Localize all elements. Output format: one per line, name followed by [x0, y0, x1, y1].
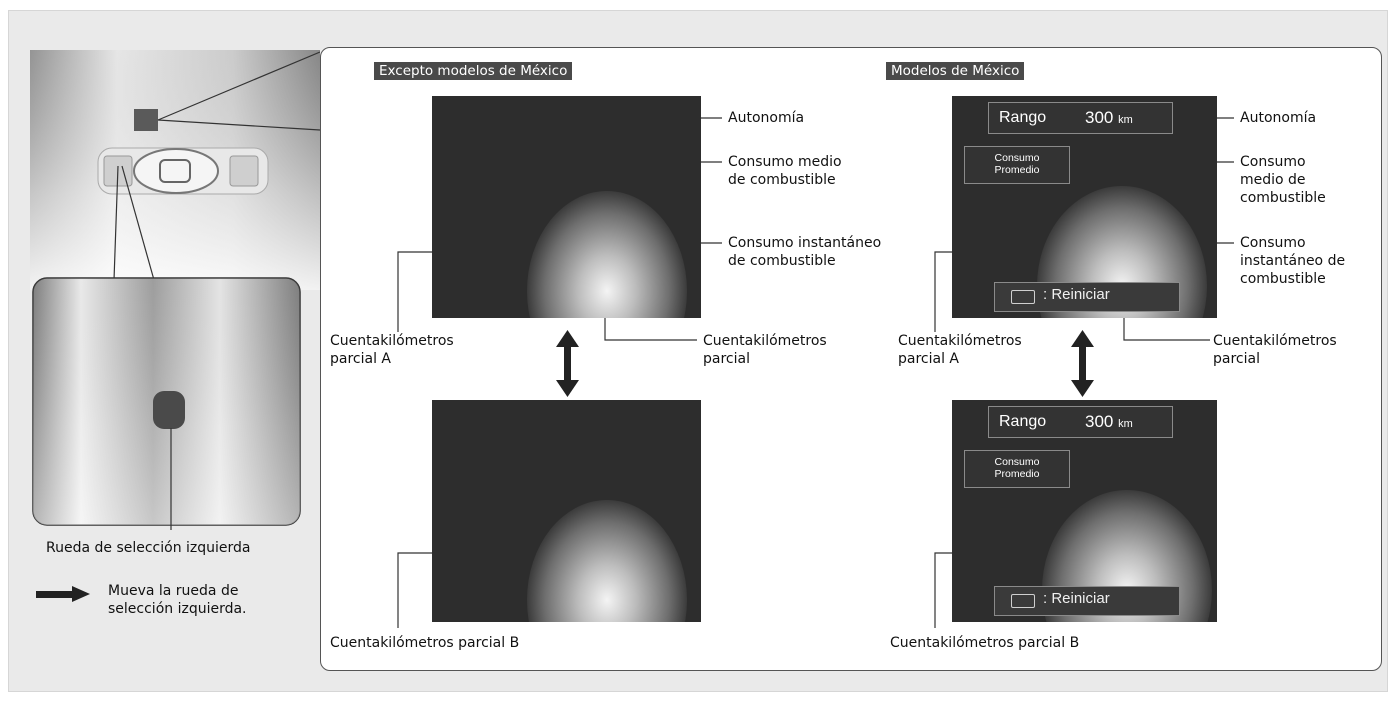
except-tripA-label-2: parcial A — [330, 351, 391, 367]
mexico-tripB-label: Cuentakilómetros parcial B — [890, 635, 1080, 651]
except-inst-label-1: Consumo instantáneo — [728, 235, 882, 251]
arrow-note-line2: selección izquierda. — [108, 601, 247, 617]
mexico-inst-label-3: combustible — [1240, 271, 1326, 287]
mexico-inst-label-1: Consumo — [1240, 235, 1306, 251]
mexico-trip-label-2: parcial — [1213, 351, 1260, 367]
reset-button-icon-bottom — [1011, 594, 1035, 608]
mexico-header: Modelos de México — [886, 62, 1025, 80]
mexico-avg-label-2: medio de — [1240, 172, 1306, 188]
except-trip-label-1: Cuentakilómetros — [703, 333, 827, 349]
selector-wheel-icon — [153, 391, 185, 429]
except-avg-label-2: de combustible — [728, 172, 836, 188]
display-location-marker — [134, 109, 158, 131]
except-trip-label-2: parcial — [703, 351, 750, 367]
arrow-note-line1: Mueva la rueda de — [108, 583, 239, 599]
mexico-inst-label-2: instantáneo de — [1240, 253, 1346, 269]
mexico-autonomy-label: Autonomía — [1240, 110, 1317, 126]
mexico-avg-label-3: combustible — [1240, 190, 1326, 206]
range-box: Rango 300 km — [988, 102, 1173, 134]
mexico-tripA-label-1: Cuentakilómetros — [898, 333, 1022, 349]
except-inst-label-2: de combustible — [728, 253, 836, 269]
car-interior-illustration — [30, 50, 320, 530]
reset-button-bottom[interactable]: : Reiniciar — [994, 586, 1180, 616]
mexico-trip-label-1: Cuentakilómetros — [1213, 333, 1337, 349]
steering-wheel-icon — [97, 147, 269, 195]
range-box-bottom: Rango 300 km — [988, 406, 1173, 438]
except-avg-label-1: Consumo medio — [728, 154, 842, 170]
except-mexico-screen-bottom — [432, 400, 701, 622]
mexico-avg-label-1: Consumo — [1240, 154, 1306, 170]
right-arrow-icon — [36, 586, 90, 602]
reset-button-icon — [1011, 290, 1035, 304]
except-tripA-label-1: Cuentakilómetros — [330, 333, 454, 349]
mexico-tripA-label-2: parcial A — [898, 351, 959, 367]
selector-wheel-caption: Rueda de selección izquierda — [46, 540, 251, 556]
except-mexico-header: Excepto modelos de México — [374, 62, 573, 80]
reset-button[interactable]: : Reiniciar — [994, 282, 1180, 312]
except-mexico-screen-top — [432, 96, 701, 318]
except-autonomy-label: Autonomía — [728, 110, 805, 126]
double-arrow-icon — [556, 330, 1094, 397]
except-tripB-label: Cuentakilómetros parcial B — [330, 635, 520, 651]
